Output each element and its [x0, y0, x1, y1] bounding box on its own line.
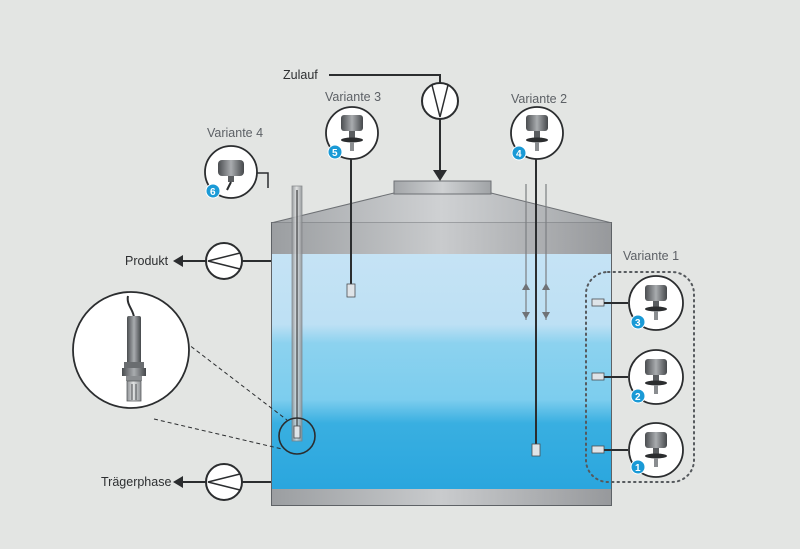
- device-3: 3: [628, 275, 684, 331]
- badge-4: 4: [516, 149, 522, 160]
- label-produkt: Produkt: [125, 254, 169, 268]
- badge-1: 1: [635, 463, 641, 474]
- label-variante1: Variante 1: [623, 249, 679, 263]
- device-2: 2: [628, 349, 684, 405]
- badge-2: 2: [635, 392, 641, 403]
- roof-hatch: [393, 180, 492, 195]
- variante2-assembly: [522, 150, 550, 457]
- label-variante4: Variante 4: [207, 126, 263, 140]
- zoom-circle-small: [278, 417, 316, 455]
- device-6: 6: [204, 145, 258, 199]
- device-1: 1: [628, 422, 684, 478]
- tank-bottom-band: [272, 489, 611, 505]
- badge-6: 6: [210, 187, 216, 198]
- inlet-pump: [421, 82, 459, 120]
- traegerphase-pump: [205, 463, 243, 501]
- label-traegerphase: Trägerphase: [101, 475, 171, 489]
- tank: [270, 180, 613, 506]
- label-variante3: Variante 3: [325, 90, 381, 104]
- tank-roof: [270, 192, 613, 224]
- outlet-traegerphase: [173, 463, 271, 501]
- zoom-detail: [72, 291, 288, 450]
- tank-liquid: [272, 254, 611, 489]
- badge-3: 3: [635, 318, 641, 329]
- produkt-pump: [205, 242, 243, 280]
- device-5: 5: [325, 106, 379, 160]
- variante3-assembly: [346, 150, 356, 298]
- variante1-side-sensors: [591, 298, 628, 454]
- variante1-group: [585, 271, 695, 483]
- inlet-line: [329, 74, 459, 181]
- device-4: 4: [510, 106, 564, 161]
- outlet-produkt: [173, 242, 271, 280]
- tank-top-band: [272, 223, 611, 254]
- badge-5: 5: [332, 148, 338, 159]
- label-variante2: Variante 2: [511, 92, 567, 106]
- label-zulauf: Zulauf: [283, 68, 318, 82]
